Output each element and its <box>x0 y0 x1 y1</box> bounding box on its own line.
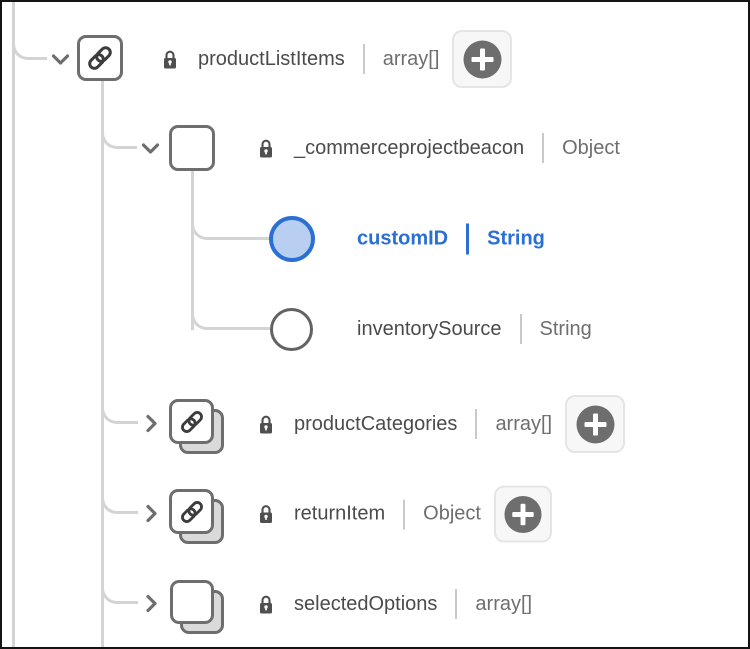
plus-icon <box>463 40 502 78</box>
lock-icon <box>258 138 274 159</box>
type-divider <box>362 44 365 74</box>
field-name[interactable]: returnItem <box>294 502 386 525</box>
lock-icon <box>258 414 274 435</box>
add-field-button[interactable] <box>452 30 513 88</box>
field-type: array[] <box>495 412 553 435</box>
link-glyph-icon <box>180 410 203 433</box>
field-type: Object <box>423 502 481 525</box>
chevron-down-icon[interactable] <box>141 142 160 155</box>
lock-icon <box>162 49 178 70</box>
tree-line-level2 <box>191 170 194 330</box>
tree-node-row[interactable]: _commerceprojectbeacon Object <box>258 133 620 163</box>
plus-icon <box>504 495 542 533</box>
tree-line-root <box>12 2 15 647</box>
link-glyph-icon <box>88 46 112 70</box>
tree-elbow <box>101 565 138 604</box>
chevron-down-icon[interactable] <box>51 53 70 66</box>
field-type: Object <box>562 136 620 159</box>
tree-node-row[interactable]: selectedOptions array[] <box>258 589 532 619</box>
tree-elbow <box>191 201 270 240</box>
field-type: String <box>539 317 592 340</box>
field-name[interactable]: customID <box>357 227 449 250</box>
lock-icon <box>258 594 274 615</box>
field-name[interactable]: _commerceprojectbeacon <box>294 136 525 159</box>
chevron-right-icon[interactable] <box>145 414 158 433</box>
type-divider <box>542 133 545 163</box>
tree-elbow <box>101 110 137 149</box>
tree-node-row[interactable]: productCategories array[] <box>258 395 626 453</box>
tree-node-row[interactable]: productListItems array[] <box>162 30 513 88</box>
chevron-right-icon[interactable] <box>145 594 158 613</box>
stack-front-square <box>169 489 214 534</box>
circle-icon[interactable] <box>270 308 313 351</box>
field-type: array[] <box>475 592 533 615</box>
square-stack-icon[interactable] <box>170 580 225 635</box>
field-type: String <box>487 227 545 250</box>
stack-front-square <box>169 399 214 444</box>
square-icon[interactable] <box>169 125 215 171</box>
tree-elbow <box>101 475 138 514</box>
link-glyph-icon <box>180 500 203 523</box>
field-name[interactable]: productCategories <box>294 412 458 435</box>
lock-icon <box>258 504 274 525</box>
type-divider <box>403 499 406 529</box>
add-field-button[interactable] <box>493 485 552 543</box>
chevron-right-icon[interactable] <box>145 504 158 523</box>
stack-front-square <box>170 580 214 624</box>
circle-icon-selected[interactable] <box>269 216 315 262</box>
type-divider <box>519 314 522 344</box>
type-divider <box>466 223 470 255</box>
link-square-stack-icon[interactable] <box>169 489 224 544</box>
link-square-icon[interactable] <box>77 35 123 81</box>
type-divider <box>455 589 458 619</box>
tree-node-row-selected[interactable]: customID String <box>357 223 545 255</box>
tree-node-row[interactable]: returnItem Object <box>258 485 552 543</box>
tree-elbow <box>12 21 47 60</box>
add-field-button[interactable] <box>565 395 626 453</box>
type-divider <box>475 409 478 439</box>
plus-icon <box>576 405 615 443</box>
link-square-stack-icon[interactable] <box>169 399 224 454</box>
tree-line-level1 <box>101 81 104 647</box>
field-name[interactable]: selectedOptions <box>294 592 438 615</box>
tree-elbow <box>101 385 138 424</box>
field-type: array[] <box>382 47 440 70</box>
field-name[interactable]: inventorySource <box>357 317 502 340</box>
field-name[interactable]: productListItems <box>198 47 345 70</box>
tree-node-row[interactable]: inventorySource String <box>357 314 592 344</box>
tree-elbow <box>191 291 270 330</box>
